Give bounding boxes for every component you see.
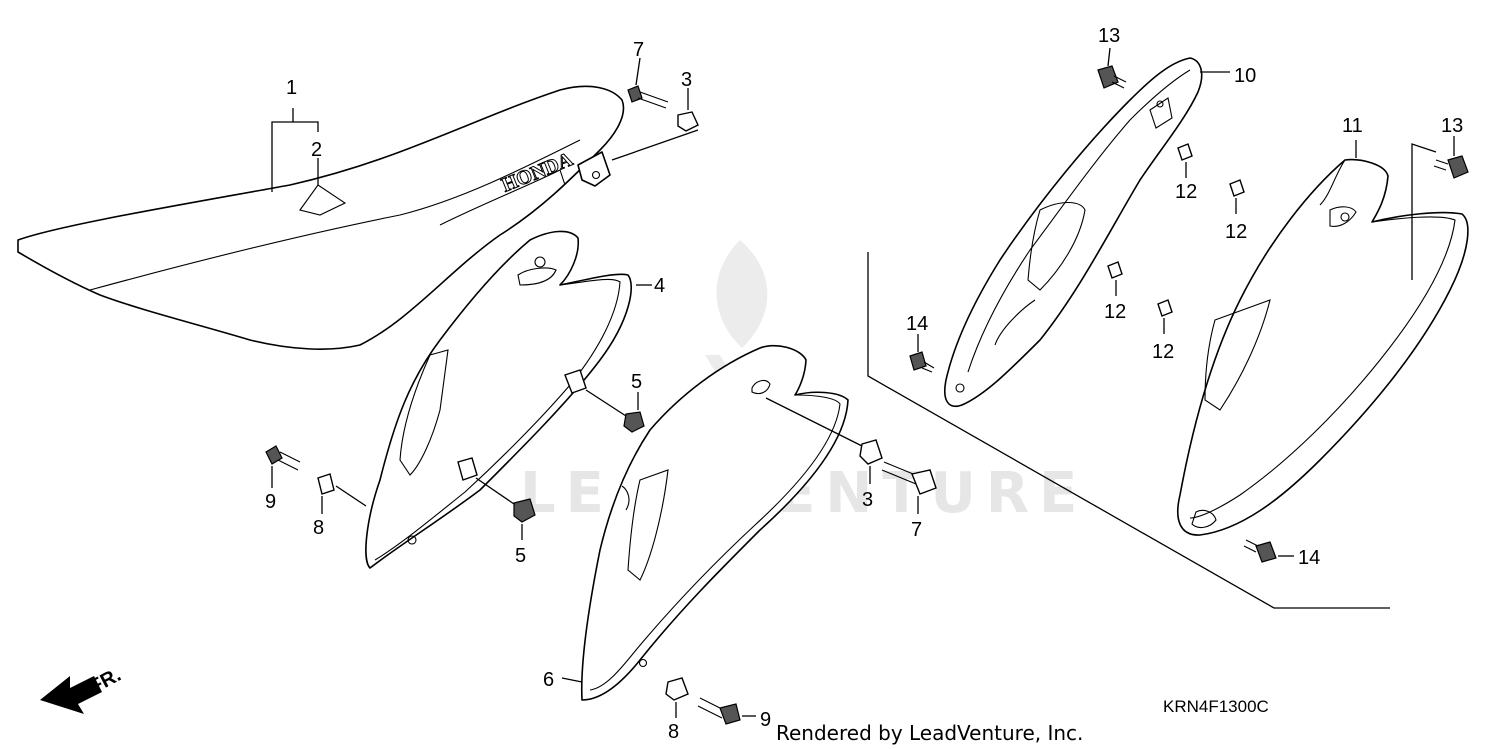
credit-text: Rendered by LeadVenture, Inc.: [776, 721, 1083, 745]
bolt-7-right: [881, 461, 937, 514]
callout-8-bottom: 8: [668, 721, 679, 743]
callout-5-lower: 5: [515, 545, 526, 567]
callout-12-b: 12: [1225, 221, 1247, 243]
callout-6: 6: [543, 669, 554, 691]
callout-5-upper: 5: [631, 371, 642, 393]
callout-9-bottom: 9: [760, 709, 771, 731]
arrow-left-icon: [40, 676, 102, 714]
callout-8-left: 8: [313, 517, 324, 539]
callout-7-right: 7: [911, 519, 922, 541]
callout-13-right: 13: [1441, 115, 1463, 137]
bolt-7-top: [611, 57, 699, 161]
diagram-code: KRN4F1300C: [1163, 697, 1269, 716]
callout-11: 11: [1342, 115, 1363, 137]
bolt-13-top: [1097, 47, 1127, 89]
nut-5-upper: [585, 389, 645, 433]
watermark-flame-icon: [716, 240, 768, 348]
front-direction-arrow: FR.: [40, 664, 125, 714]
right-side-cover-part: [580, 344, 849, 701]
bolt-9-left: [265, 445, 301, 488]
left-side-cover-part: [365, 230, 632, 569]
collar-8-bottom: [665, 677, 689, 718]
callout-3-right: 3: [862, 489, 873, 511]
callout-1: 1: [286, 77, 297, 99]
bolt-14-left: [909, 334, 935, 373]
inner-panel-part: [944, 57, 1203, 407]
nut-12-b: [1229, 179, 1245, 214]
bolt-9-bottom: [697, 697, 756, 725]
callout-3-top: 3: [681, 69, 692, 91]
callout-12-c: 12: [1104, 301, 1126, 323]
bolt-14-right: [1243, 539, 1294, 563]
callout-2: 2: [311, 139, 322, 161]
nut-12-a: [1177, 143, 1193, 178]
callout-labels: 1 2 7 3 4 5 5 9 8 6 3 7 8 9 13 10 12 12 …: [265, 25, 1463, 743]
nut-5-lower: [475, 477, 536, 540]
callout-9-left: 9: [265, 491, 276, 513]
callout-10: 10: [1234, 65, 1256, 87]
seat-part: HONDA: [17, 85, 625, 350]
nut-12-c: [1107, 261, 1123, 296]
callout-13-top: 13: [1098, 25, 1120, 47]
collar-8-left: [317, 473, 367, 514]
callout-12-a: 12: [1175, 181, 1197, 203]
collar-3-right: [765, 397, 883, 484]
callout-7-top: 7: [633, 39, 644, 61]
callout-4: 4: [654, 275, 665, 297]
callout-14-right: 14: [1298, 547, 1320, 569]
callout-12-d: 12: [1152, 341, 1174, 363]
callout-14-left: 14: [906, 313, 928, 335]
outer-cover-part: [1176, 158, 1469, 536]
nut-12-d: [1157, 299, 1173, 334]
group-bracket: [867, 252, 1390, 609]
bolt-13-right: [1411, 136, 1469, 280]
